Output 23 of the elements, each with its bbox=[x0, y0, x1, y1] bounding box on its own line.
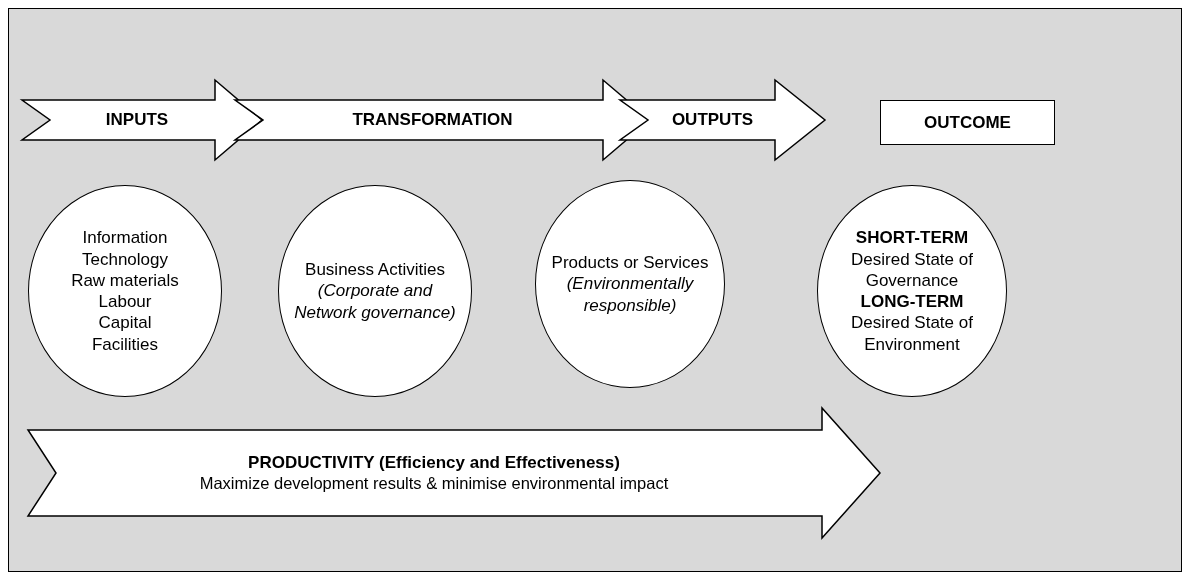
stage-label: PRODUCTIVITY (Efficiency and Effectiveness) bbox=[248, 452, 620, 474]
stage-label: Maximize development results & minimise environmental impact bbox=[199, 473, 669, 494]
circle-text: Desired State of Environment bbox=[850, 312, 974, 355]
circle-text: Information Technology bbox=[81, 227, 169, 270]
stage-label: OUTPUTS bbox=[671, 109, 754, 131]
chevron-arrow-shape bbox=[28, 408, 880, 538]
circle-text: Raw materials bbox=[71, 269, 179, 291]
chevron-arrow-shape bbox=[620, 80, 825, 160]
circle-text: Capital bbox=[98, 312, 152, 334]
stage-label: TRANSFORMATION bbox=[352, 109, 513, 131]
chevron-arrow-shape bbox=[22, 80, 262, 160]
circle-text: (Corporate and Network governance) bbox=[293, 280, 457, 323]
stage-label: INPUTS bbox=[105, 109, 169, 131]
stage-label: OUTCOME bbox=[924, 111, 1011, 134]
circle-text: Products or Services bbox=[551, 252, 709, 274]
circle-text: Business Activities bbox=[305, 259, 445, 281]
circle-text: (Environmentally responsible) bbox=[565, 273, 695, 316]
circle-text: Desired State of Governance bbox=[850, 248, 974, 291]
circle-text: LONG-TERM bbox=[860, 291, 964, 313]
stage-box bbox=[880, 100, 1055, 145]
circle-text: Facilities bbox=[91, 333, 159, 355]
circle-text: SHORT-TERM bbox=[855, 227, 969, 249]
circle-text: Labour bbox=[98, 291, 152, 313]
